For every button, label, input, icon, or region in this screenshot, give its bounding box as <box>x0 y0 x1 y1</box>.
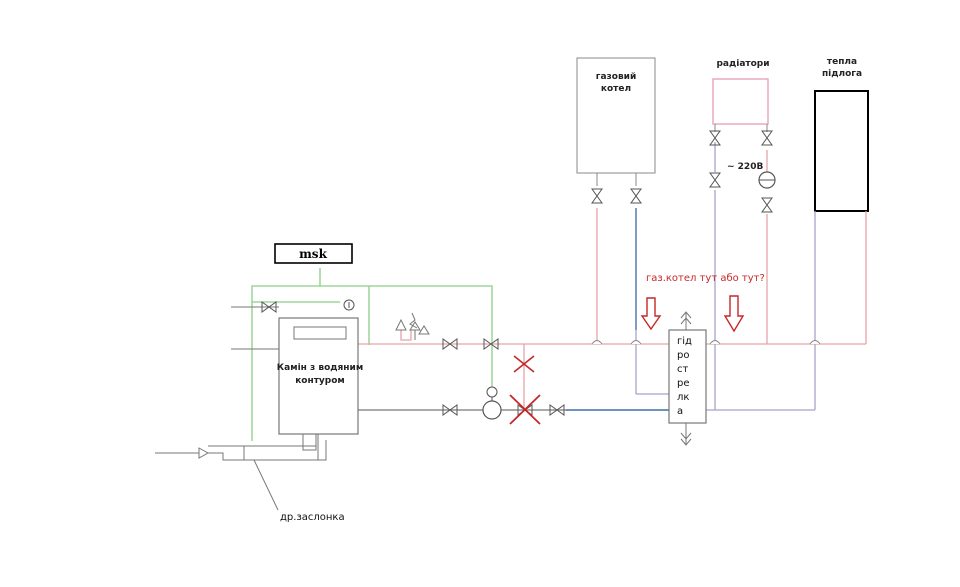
damper-label: др.заслонка <box>280 512 345 523</box>
pipe-crossings <box>591 340 821 345</box>
valve-icon <box>761 197 773 213</box>
safety-group-icon <box>395 312 430 340</box>
fireplace-label-1: Камін з водяним <box>277 362 363 373</box>
msk-label: msk <box>299 247 327 261</box>
radiator: радіатори <box>712 58 770 132</box>
drain-icon <box>680 423 692 446</box>
pump-icon <box>482 386 502 420</box>
valve-icon <box>630 188 642 204</box>
gas-boiler-label-2: котел <box>601 84 631 94</box>
hydro-sep-line-4: ре <box>677 378 690 389</box>
hydro-sep-line-3: ст <box>677 364 688 375</box>
warm-floor-label-2: підлога <box>822 68 862 79</box>
pump-icon <box>758 171 776 189</box>
question-label: газ.котел тут або тут? <box>646 273 765 284</box>
hydro-sep-line-2: ро <box>677 350 689 361</box>
supply-pipes <box>357 150 867 410</box>
arrow-down-icon <box>723 295 745 333</box>
hydro-sep-line-5: лк <box>677 392 689 403</box>
damper-leader <box>253 459 279 511</box>
valve-icon <box>761 130 773 146</box>
cross-mark-icon <box>509 394 541 425</box>
radiators-label: радіатори <box>716 58 769 69</box>
fireplace: Камін з водяним контуром <box>155 306 363 461</box>
gas-boiler-label-1: газовий <box>596 72 637 82</box>
voltage-label: ~ 220В <box>727 162 763 172</box>
valve-icon <box>709 172 721 188</box>
gas-boiler: газовий котел <box>576 57 656 186</box>
arrow-down-icon <box>640 297 662 331</box>
warm-floor-label-1: тепла <box>827 57 857 67</box>
thermometer-icon <box>343 299 355 311</box>
return-pipes <box>635 142 816 411</box>
fireplace-label-2: контуром <box>295 376 345 386</box>
green-control-loop <box>251 268 493 441</box>
valve-icon <box>591 188 603 204</box>
msk-label-box <box>274 243 353 264</box>
warm-floor: тепла підлога <box>814 57 869 212</box>
hydro-separator: гід ро ст ре лк а <box>668 311 707 446</box>
hydro-sep-line-1: гід <box>677 335 692 347</box>
hydro-sep-line-6: а <box>677 406 683 417</box>
air-vent-icon <box>680 311 692 330</box>
cross-mark-icon <box>513 355 535 373</box>
